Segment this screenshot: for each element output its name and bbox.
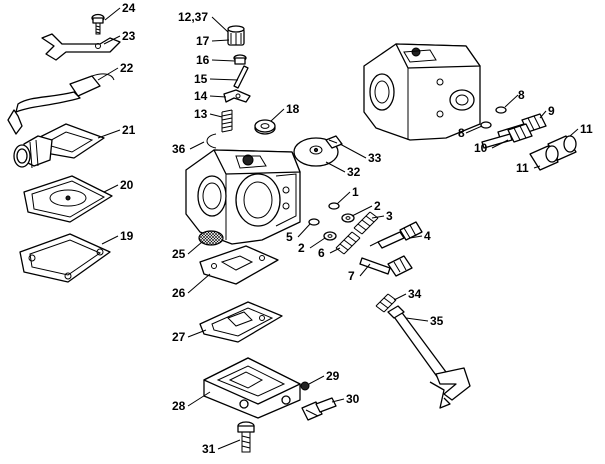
part-28-cover	[203, 357, 301, 419]
part-31-screw	[237, 421, 255, 453]
callout-9: 9	[548, 104, 555, 118]
callout-23: 23	[122, 29, 136, 43]
part-2-washer-lower	[323, 231, 337, 241]
callout-18: 18	[286, 102, 300, 116]
part-5-oring	[308, 218, 320, 226]
callout-2-lower: 2	[298, 241, 305, 255]
part-13-spring	[221, 109, 233, 133]
callout-25: 25	[172, 247, 186, 261]
callout-5: 5	[286, 230, 293, 244]
part-16-screw	[233, 54, 247, 65]
part-17-cap	[227, 25, 245, 46]
callout-27: 27	[172, 330, 186, 344]
part-33-screw	[325, 135, 343, 149]
callout-8-upper: 8	[518, 88, 525, 102]
part-10-needle	[481, 123, 533, 149]
callout-19: 19	[120, 229, 134, 243]
callout-12-37: 12,37	[178, 10, 208, 24]
carburetor-body	[185, 149, 301, 245]
leader-lines	[97, 7, 579, 450]
part-3-spring	[353, 211, 379, 235]
carburetor-body-rear	[363, 43, 481, 141]
part-24-screw	[91, 13, 105, 35]
callout-31: 31	[202, 442, 216, 456]
callout-6: 6	[318, 246, 325, 260]
part-4-needle	[369, 221, 423, 249]
callout-34: 34	[408, 287, 422, 301]
part-23-bracket	[41, 33, 121, 61]
callout-36: 36	[172, 142, 186, 156]
part-30-screw	[301, 397, 337, 421]
callout-10: 10	[474, 141, 488, 155]
callout-2-upper: 2	[374, 199, 381, 213]
callout-24: 24	[122, 1, 136, 15]
callout-20: 20	[120, 178, 134, 192]
callout-15: 15	[194, 72, 208, 86]
callout-21: 21	[122, 123, 136, 137]
part-8-oring-lower	[480, 121, 492, 129]
part-7-needle	[359, 255, 413, 277]
part-32-disc	[293, 137, 339, 167]
part-25-screen	[198, 230, 224, 246]
callout-labels: 24 23 22 21 20 19 12,37 17 16 15 14 13 1…	[120, 1, 593, 456]
callout-33: 33	[368, 151, 382, 165]
part-20-diaphragm	[23, 175, 113, 223]
part-29-ball	[300, 381, 310, 391]
part-1-oring	[328, 202, 340, 210]
part-26-gasket	[199, 245, 279, 285]
callout-26: 26	[172, 286, 186, 300]
callout-3: 3	[386, 209, 393, 223]
callout-11-upper: 11	[580, 122, 593, 136]
part-8-oring-upper	[495, 106, 507, 114]
part-2-washer-upper	[341, 213, 355, 223]
callout-1: 1	[352, 185, 359, 199]
part-35-shaft	[387, 305, 471, 409]
callout-11-lower: 11	[516, 161, 529, 175]
part-19-gasket	[19, 233, 111, 283]
part-6-spring	[335, 231, 361, 255]
part-11-cap-lower	[529, 145, 559, 171]
callout-22: 22	[120, 61, 134, 75]
callout-4: 4	[424, 229, 431, 243]
callout-14: 14	[194, 89, 208, 103]
callout-28: 28	[172, 399, 186, 413]
part-27-gasket	[199, 301, 283, 343]
callout-29: 29	[326, 369, 340, 383]
part-34-spring	[375, 293, 397, 313]
callout-32: 32	[347, 165, 361, 179]
callout-8-lower: 8	[458, 126, 465, 140]
part-18-washer	[254, 119, 276, 135]
callout-13: 13	[194, 107, 208, 121]
callout-17: 17	[196, 34, 210, 48]
callout-16: 16	[196, 53, 210, 67]
callout-30: 30	[346, 392, 360, 406]
part-14-lever	[223, 89, 251, 103]
callout-35: 35	[430, 314, 444, 328]
part-15-pin	[233, 65, 249, 89]
part-21-cover	[13, 123, 105, 169]
callout-7: 7	[348, 269, 355, 283]
part-22-lever	[7, 73, 115, 135]
part-36-clip	[206, 133, 217, 149]
